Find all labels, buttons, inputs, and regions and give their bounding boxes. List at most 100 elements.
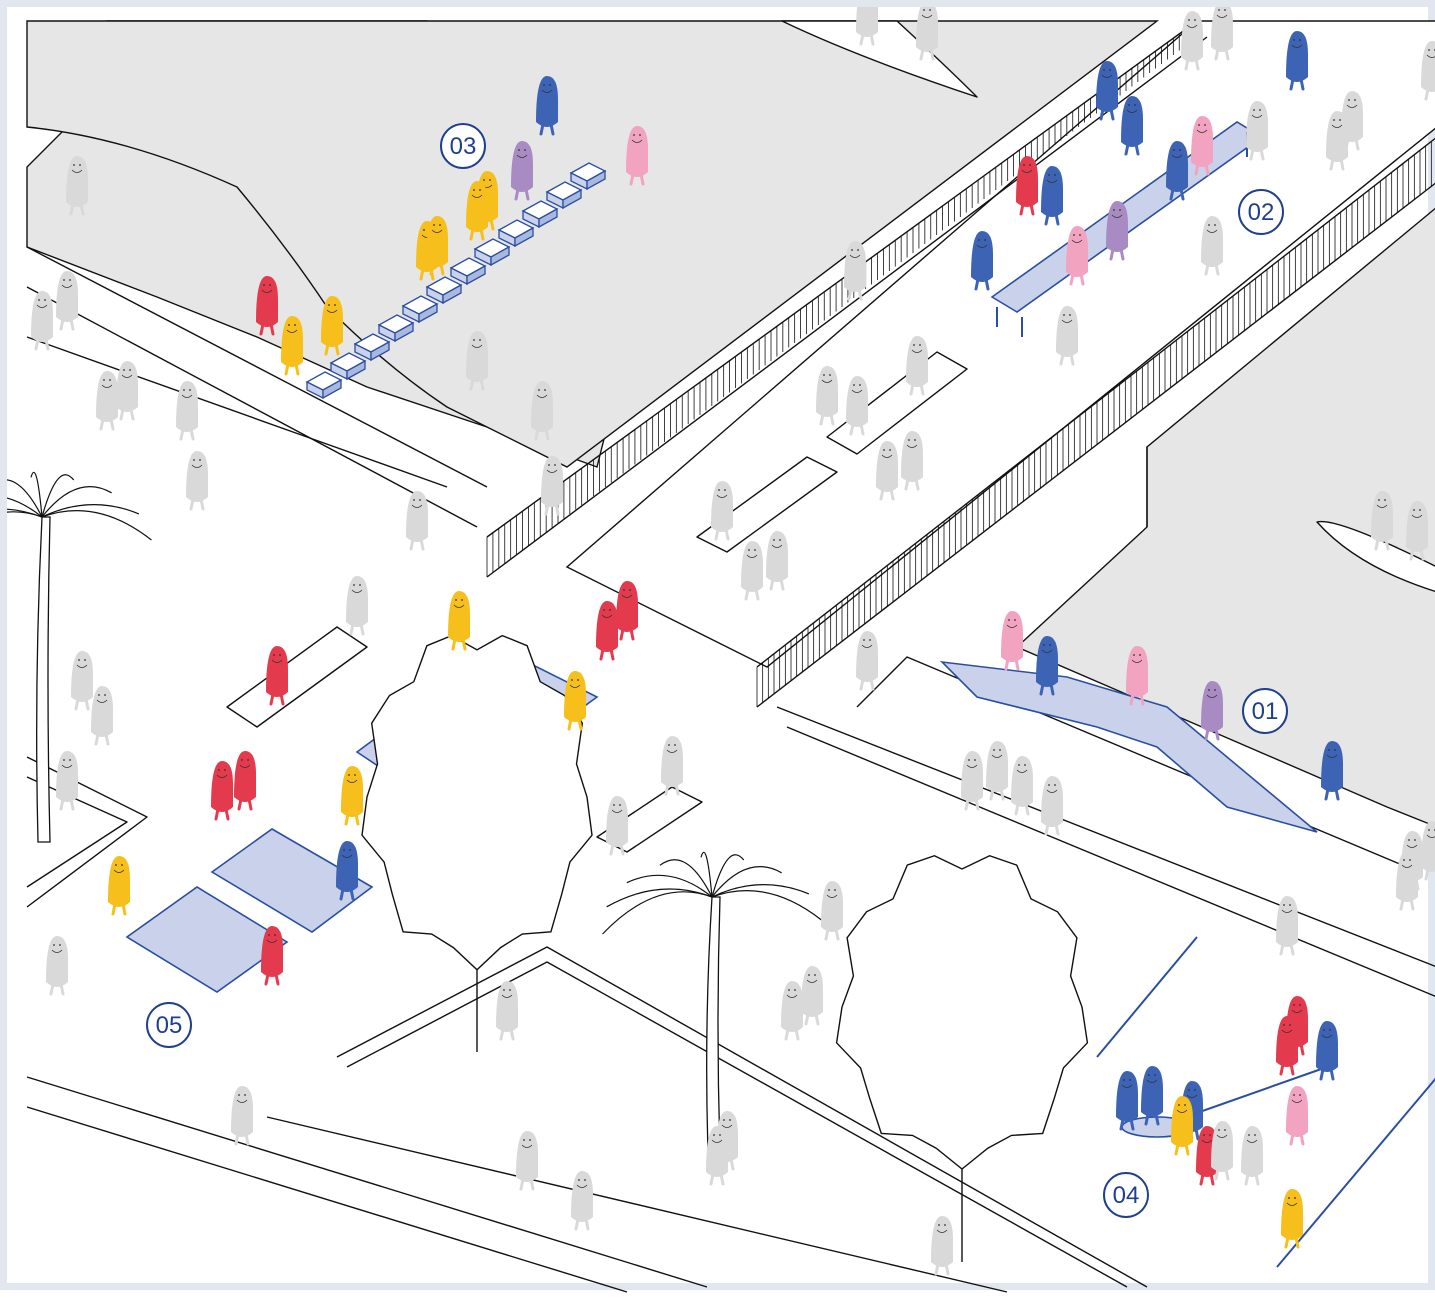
zone-05-label: 05 [156,1012,183,1039]
figure-red-5 [211,761,233,821]
figure-purple-0 [511,141,533,201]
figure-grey-39 [801,966,823,1026]
figure-grey-37 [821,881,843,941]
figure-yellow-5 [564,671,586,731]
figure-grey-53 [1371,491,1393,551]
figure-blue-1 [1286,31,1308,91]
figure-grey-13 [901,431,923,491]
figure-grey-55 [1241,1126,1263,1186]
figure-grey-21 [961,751,983,811]
figure-grey-47 [46,936,68,996]
figure-blue-5 [971,231,993,291]
figure-yellow-11 [466,181,488,241]
figure-grey-52 [1406,501,1428,561]
figure-grey-1 [56,271,78,331]
figure-red-1 [1016,156,1038,216]
figure-grey-2 [31,291,53,351]
zone-marker-01: 01 [1242,688,1288,734]
figure-blue-4 [1041,166,1063,226]
figure-blue-7 [1036,636,1058,696]
trees [7,471,1089,1262]
figure-grey-30 [916,7,938,61]
figure-grey-34 [56,751,78,811]
figure-grey-11 [846,376,868,436]
figure-grey-38 [781,981,803,1041]
figure-grey-4 [186,451,208,511]
figure-grey-28 [1211,7,1233,61]
figure-yellow-8 [1171,1096,1193,1156]
figure-grey-9 [844,241,866,301]
figure-yellow-6 [341,766,363,826]
zone-04-label: 04 [1113,1182,1140,1209]
figure-yellow-1 [321,296,343,356]
figure-grey-5 [406,491,428,551]
figure-blue-9 [336,841,358,901]
upper-grey-plane [26,20,1160,468]
figure-grey-24 [1201,216,1223,276]
figure-pink-1 [1191,116,1213,176]
figure-grey-54 [1211,1121,1233,1181]
figure-yellow-10 [426,216,448,276]
figure-grey-33 [91,686,113,746]
isometric-park-illustration: 03 02 01 05 04 [7,7,1435,1293]
figure-grey-51 [1396,851,1418,911]
zone-marker-03: 03 [440,123,486,169]
figure-grey-56 [176,381,198,441]
figure-red-6 [234,751,256,811]
figure-red-4 [596,601,618,661]
figure-red-7 [261,926,283,986]
figure-grey-48 [1276,896,1298,956]
figure-grey-7 [531,381,553,441]
figure-grey-20 [1011,756,1033,816]
textured-ramp [939,660,1318,833]
figure-grey-43 [706,1126,728,1186]
figure-grey-45 [571,1171,593,1231]
figure-grey-19 [986,741,1008,801]
figure-yellow-0 [281,316,303,376]
figure-grey-36 [606,796,628,856]
railing-lower [756,137,1435,708]
figure-grey-44 [516,1131,538,1191]
figure-pink-5 [1286,1086,1308,1146]
figure-grey-17 [766,531,788,591]
figure-grey-15 [711,481,733,541]
figure-grey-3 [96,371,118,431]
figure-grey-6 [466,331,488,391]
figure-grey-46 [931,1216,953,1276]
zone-01-label: 01 [1252,698,1279,725]
figure-blue-10 [1316,1021,1338,1081]
zone-marker-04: 04 [1103,1172,1149,1218]
figures [31,7,1435,1276]
figure-grey-8 [541,456,563,516]
zone-03-label: 03 [450,133,477,160]
figure-grey-27 [1421,41,1435,101]
figure-grey-59 [1326,111,1348,171]
figure-grey-57 [116,361,138,421]
figure-grey-31 [346,576,368,636]
figure-yellow-9 [1281,1189,1303,1249]
figure-red-2 [266,646,288,706]
figure-grey-40 [496,981,518,1041]
figure-pink-3 [1001,611,1023,671]
figure-grey-14 [906,336,928,396]
figure-grey-32 [71,651,93,711]
figure-grey-50 [1421,821,1435,881]
zone-marker-02: 02 [1238,189,1284,235]
zone-marker-05: 05 [146,1002,192,1048]
figure-grey-41 [231,1086,253,1146]
figure-grey-10 [816,366,838,426]
figure-pink-0 [626,126,648,186]
figure-grey-23 [1056,306,1078,366]
figure-grey-25 [1181,11,1203,71]
figure-blue-8 [1321,741,1343,801]
figure-grey-12 [876,441,898,501]
figure-blue-0 [536,76,558,136]
figure-red-9 [1276,1016,1298,1076]
figure-yellow-4 [448,591,470,651]
figure-grey-22 [1041,776,1063,836]
zone-02-label: 02 [1248,199,1275,226]
figure-blue-3 [1121,96,1143,156]
figure-pink-2 [1066,226,1088,286]
figure-grey-58 [1246,101,1268,161]
figure-grey-29 [856,7,878,46]
